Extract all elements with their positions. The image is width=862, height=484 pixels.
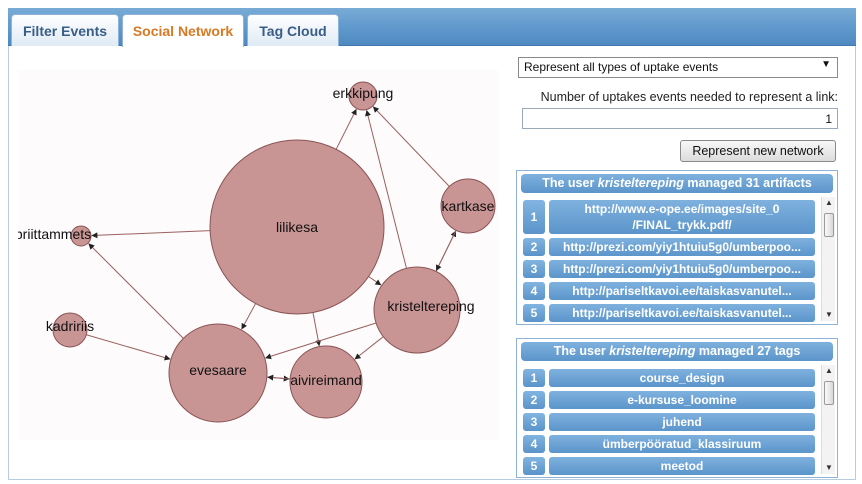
edge-lilikesa-to-aivireimand — [312, 312, 322, 347]
edge-lilikesa-to-evesaare — [241, 303, 257, 330]
node-kadririis[interactable] — [52, 312, 88, 348]
edge-aivireimand-to-evesaare — [267, 374, 291, 381]
scroll-up-icon[interactable]: ▲ — [825, 366, 833, 375]
edge-kristeltereping-to-evesaare — [265, 322, 377, 360]
tags-panel-header: The user kristeltereping managed 27 tags — [521, 342, 833, 361]
tab-filter-events[interactable]: Filter Events — [11, 14, 119, 46]
artifact-row[interactable]: 2 http://prezi.com/yiy1htuiu5g0/umberpoo… — [521, 238, 815, 256]
artifact-row-number: 1 — [523, 200, 545, 234]
node-label-kristeltereping: kristeltereping — [387, 298, 474, 314]
artifact-link[interactable]: http://prezi.com/yiy1htuiu5g0/umberpoo..… — [549, 238, 815, 256]
edge-kristeltereping-to-erkkipung — [365, 109, 407, 269]
tag-row[interactable]: 5 meetod — [521, 457, 815, 475]
tab-bar: Filter Events Social Network Tag Cloud — [8, 8, 856, 47]
node-kristeltereping[interactable] — [373, 266, 461, 354]
scroll-thumb[interactable] — [824, 213, 834, 237]
tag-row-number: 1 — [523, 369, 545, 387]
tag-row[interactable]: 2 e-kursuse_loomine — [521, 391, 815, 409]
scroll-up-icon[interactable]: ▲ — [825, 198, 833, 207]
tag-row-number: 4 — [523, 435, 545, 453]
artifact-row-number: 2 — [523, 238, 545, 256]
edge-lilikesa-to-kristeltereping — [368, 276, 382, 286]
tag-row[interactable]: 4 ümberpööratud_klassiruum — [521, 435, 815, 453]
tag-row-number: 2 — [523, 391, 545, 409]
tag-row-number: 3 — [523, 413, 545, 431]
tab-tag-cloud[interactable]: Tag Cloud — [247, 14, 339, 46]
node-label-erkkipung: erkkipung — [333, 85, 394, 101]
artifacts-panel: The user kristeltereping managed 31 arti… — [516, 170, 838, 325]
artifact-link[interactable]: http://pariseltkavoi.ee/taiskasvanutel..… — [549, 304, 815, 322]
edge-kadririis-to-evesaare — [86, 334, 171, 361]
artifact-link[interactable]: http://www.e-ope.ee/images/site_0 /FINAL… — [549, 200, 815, 234]
edge-kartkase-to-erkkipung — [372, 106, 450, 187]
threshold-input[interactable]: 1 — [522, 108, 838, 129]
node-label-kadririis: kadririis — [46, 318, 94, 334]
network-graph[interactable]: erkkipung lilikesa kartkase priittammets kri… — [18, 70, 498, 440]
artifact-row[interactable]: 1 http://www.e-ope.ee/images/site_0 /FIN… — [521, 200, 815, 234]
scroll-thumb[interactable] — [824, 381, 834, 405]
scroll-down-icon[interactable]: ▼ — [825, 463, 833, 472]
edge-evesaare-to-priittammets — [88, 243, 184, 339]
artifacts-scrollbar[interactable]: ▲ ▼ — [821, 197, 835, 321]
tag-item[interactable]: juhend — [549, 413, 815, 431]
node-label-priittammets: priittammets — [18, 226, 91, 242]
tag-item[interactable]: e-kursuse_loomine — [549, 391, 815, 409]
tags-panel: The user kristeltereping managed 27 tags… — [516, 338, 838, 478]
artifact-row[interactable]: 4 http://pariseltkavoi.ee/taiskasvanutel… — [521, 282, 815, 300]
artifact-row[interactable]: 5 http://pariseltkavoi.ee/taiskasvanutel… — [521, 304, 815, 322]
threshold-label: Number of uptakes events needed to repre… — [540, 90, 838, 104]
artifact-row-number: 5 — [523, 304, 545, 322]
tag-item[interactable]: ümberpööratud_klassiruum — [549, 435, 815, 453]
tag-row-number: 5 — [523, 457, 545, 475]
tab-social-network[interactable]: Social Network — [122, 14, 244, 47]
artifacts-panel-header: The user kristeltereping managed 31 arti… — [521, 174, 833, 193]
dropdown-arrow-icon: ▼ — [821, 59, 831, 70]
scroll-down-icon[interactable]: ▼ — [825, 310, 833, 319]
tag-item[interactable]: meetod — [549, 457, 815, 475]
node-label-aivireimand: aivireimand — [290, 372, 362, 388]
node-aivireimand[interactable] — [289, 345, 363, 419]
event-type-select-value: Represent all types of uptake events — [524, 60, 719, 74]
edge-kartkase-to-kristeltereping — [435, 230, 457, 272]
artifact-row-number: 4 — [523, 282, 545, 300]
network-svg: erkkipung lilikesa kartkase priittammets kri… — [18, 81, 496, 423]
node-evesaare[interactable] — [168, 323, 268, 423]
artifact-link[interactable]: http://prezi.com/yiy1htuiu5g0/umberpoo..… — [549, 260, 815, 278]
node-label-evesaare: evesaare — [189, 362, 247, 378]
node-label-lilikesa: lilikesa — [276, 219, 318, 235]
node-erkkipung[interactable] — [348, 81, 378, 111]
tag-item[interactable]: course_design — [549, 369, 815, 387]
artifact-row-number: 3 — [523, 260, 545, 278]
artifact-row[interactable]: 3 http://prezi.com/yiy1htuiu5g0/umberpoo… — [521, 260, 815, 278]
represent-network-button[interactable]: Represent new network — [680, 140, 836, 162]
node-priittammets[interactable] — [70, 225, 92, 247]
artifact-link[interactable]: http://pariseltkavoi.ee/taiskasvanutel..… — [549, 282, 815, 300]
node-lilikesa[interactable] — [209, 139, 385, 315]
tag-row[interactable]: 3 juhend — [521, 413, 815, 431]
tag-row[interactable]: 1 course_design — [521, 369, 815, 387]
tags-scrollbar[interactable]: ▲ ▼ — [821, 365, 835, 474]
edge-lilikesa-to-erkkipung — [335, 108, 357, 150]
node-kartkase[interactable] — [440, 178, 496, 234]
node-label-kartkase: kartkase — [442, 198, 495, 214]
event-type-select[interactable]: Represent all types of uptake events ▼ — [518, 57, 838, 78]
edge-lilikesa-to-priittammets — [91, 230, 211, 239]
edge-kristeltereping-to-aivireimand — [354, 336, 384, 360]
